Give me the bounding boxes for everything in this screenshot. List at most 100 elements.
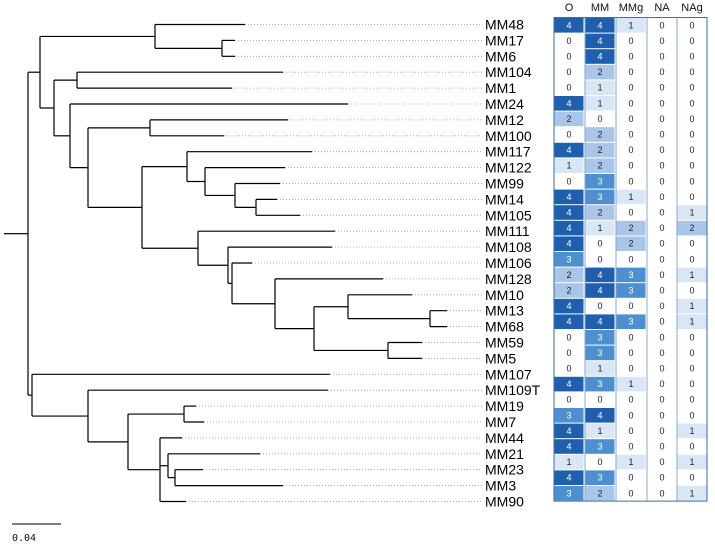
heatmap-cell [616,439,646,454]
heatmap-cell-value: 0 [689,130,694,140]
heatmap-cell [554,96,584,111]
heatmap-cell [554,486,584,501]
heatmap-cell-value: 0 [689,83,694,93]
heatmap-cell-value: 0 [689,145,694,155]
heatmap-cell [677,423,707,439]
heatmap-cell [554,18,584,33]
heatmap-cell [647,18,677,33]
heatmap-cell-value: 1 [628,457,633,467]
heatmap-cell [677,220,707,236]
heatmap-cell-value: 4 [597,286,602,296]
heatmap-cell [554,80,584,95]
heatmap-cell-value: 0 [566,67,571,77]
heatmap-cell-value: 4 [566,20,571,30]
heatmap-cell-value: 4 [566,192,571,202]
heatmap-cell [677,439,707,454]
heatmap-cell [647,392,677,407]
heatmap-cell-value: 0 [659,52,664,62]
heatmap-cell [616,283,646,298]
heatmap-cell-value: 0 [659,176,664,186]
heatmap-cell [585,330,615,345]
tip-label: MM128 [485,271,532,287]
heatmap-cell [647,174,677,189]
heatmap-cell-value: 0 [689,114,694,124]
heatmap-cell-value: 4 [597,270,602,280]
heatmap-cell [554,252,584,267]
heatmap-cell [647,142,677,158]
heatmap-cell-value: 0 [628,395,633,405]
heatmap-cell [616,298,646,314]
heatmap-cell [616,423,646,439]
heatmap-cell-value: 2 [597,130,602,140]
heatmap-cell-value: 0 [628,176,633,186]
heatmap-cell-value: 0 [566,364,571,374]
heatmap-cell [677,174,707,189]
heatmap-cell-value: 0 [566,36,571,46]
heatmap-cell [616,454,646,470]
heatmap-cell-value: 0 [628,67,633,77]
heatmap-cell-value: 4 [597,52,602,62]
heatmap-cell-value: 0 [689,239,694,249]
heatmap-cell-value: 1 [566,161,571,171]
heatmap-column-header: NAg [681,2,702,14]
heatmap-cell-value: 0 [566,52,571,62]
heatmap-cell [647,220,677,236]
heatmap-cell [554,423,584,439]
heatmap-cell [554,33,584,49]
heatmap-cell [616,376,646,392]
heatmap-cell [647,189,677,205]
heatmap-cell [677,345,707,361]
tip-label: MM5 [485,350,516,366]
heatmap-cell [616,158,646,173]
heatmap-cell [585,96,615,111]
heatmap-cell-value: 0 [597,254,602,264]
heatmap-cell-value: 1 [628,20,633,30]
heatmap-cell [554,236,584,251]
heatmap-cell [585,392,615,407]
heatmap-cell-value: 2 [597,208,602,218]
heatmap-cell [677,64,707,80]
heatmap-cell [677,470,707,485]
heatmap-column-header: NA [654,2,670,14]
heatmap-cell-value: 3 [597,442,602,452]
heatmap-cell [647,486,677,501]
heatmap-cell [554,298,584,314]
heatmap-cell-value: 0 [628,130,633,140]
heatmap-cell [585,470,615,485]
heatmap-cell-value: 0 [659,270,664,280]
heatmap-cell [616,345,646,361]
heatmap-cell-value: 3 [597,176,602,186]
heatmap-cell [616,111,646,127]
heatmap-cell-value: 4 [566,426,571,436]
heatmap-cell-value: 2 [566,270,571,280]
tip-label: MM105 [485,207,532,223]
heatmap-cell [554,454,584,470]
heatmap-cell-value: 0 [628,114,633,124]
heatmap-cell-value: 0 [689,192,694,202]
heatmap-cell-value: 2 [566,286,571,296]
heatmap-cell-value: 0 [689,36,694,46]
heatmap-cell [616,49,646,64]
heatmap-cell-value: 4 [566,379,571,389]
heatmap-cell-value: 0 [659,364,664,374]
heatmap-cell [554,220,584,236]
heatmap-cell [647,330,677,345]
heatmap-cell-value: 0 [628,348,633,358]
heatmap-cell-value: 0 [689,254,694,264]
heatmap-cell [647,80,677,95]
heatmap-cell-value: 0 [659,98,664,108]
heatmap-cell [554,49,584,64]
heatmap-cell [554,361,584,376]
heatmap-cell [616,361,646,376]
heatmap-cell-value: 0 [597,457,602,467]
heatmap-cell [677,236,707,251]
tip-label: MM44 [485,430,524,446]
heatmap-cell [585,142,615,158]
heatmap-cell-value: 2 [628,223,633,233]
heatmap-cell-value: 0 [628,208,633,218]
heatmap-cell-value: 4 [566,317,571,327]
heatmap-cell [677,408,707,423]
heatmap-cell-value: 1 [566,457,571,467]
heatmap-column-header: MMg [619,2,643,14]
